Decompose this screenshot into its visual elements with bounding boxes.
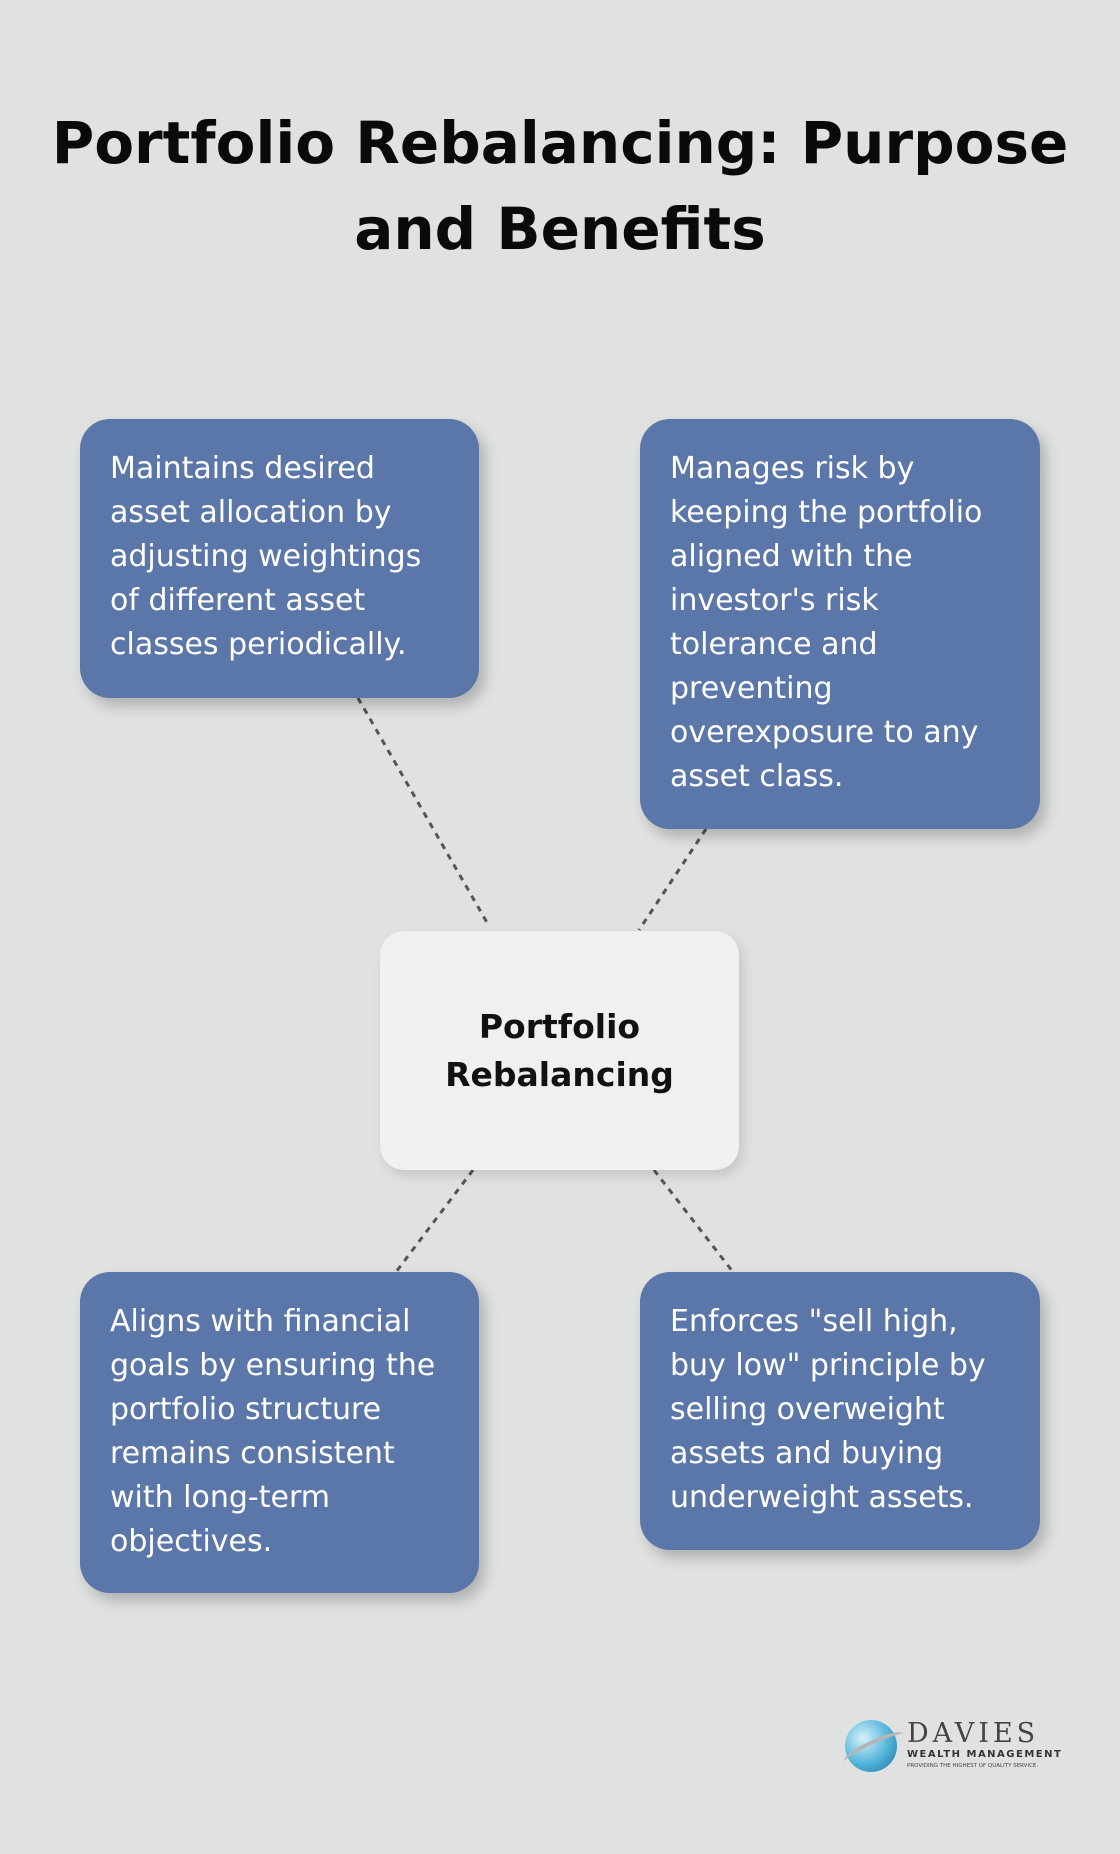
benefit-text: Maintains desired asset allocation by ad… <box>110 451 422 662</box>
logo-name: DAVIES <box>907 1718 1040 1749</box>
globe-icon <box>845 1720 897 1772</box>
page-title: Portfolio Rebalancing: Purpose and Benef… <box>51 109 1069 263</box>
benefit-text: Enforces "sell high, buy low" principle … <box>670 1304 986 1515</box>
connector-bottom-left <box>394 1169 475 1273</box>
connector-bottom-right <box>652 1169 735 1273</box>
connector-top-left <box>356 697 491 927</box>
center-node: Portfolio Rebalancing <box>380 931 739 1170</box>
connector-top-right <box>637 828 708 931</box>
logo-tagline: PROVIDING THE HIGHEST OF QUALITY SERVICE… <box>907 1763 1039 1769</box>
davies-logo: DAVIES WEALTH MANAGEMENT PROVIDING THE H… <box>840 1718 1065 1778</box>
benefit-box-risk: Manages risk by keeping the portfolio al… <box>640 419 1040 829</box>
benefit-box-asset-allocation: Maintains desired asset allocation by ad… <box>80 419 479 698</box>
logo-subtitle: WEALTH MANAGEMENT <box>907 1749 1063 1760</box>
benefit-box-sell-high: Enforces "sell high, buy low" principle … <box>640 1272 1040 1550</box>
center-label: Portfolio Rebalancing <box>445 1006 674 1094</box>
benefit-box-goals: Aligns with financial goals by ensuring … <box>80 1272 479 1593</box>
benefit-text: Aligns with financial goals by ensuring … <box>110 1304 436 1559</box>
benefit-text: Manages risk by keeping the portfolio al… <box>670 451 983 794</box>
